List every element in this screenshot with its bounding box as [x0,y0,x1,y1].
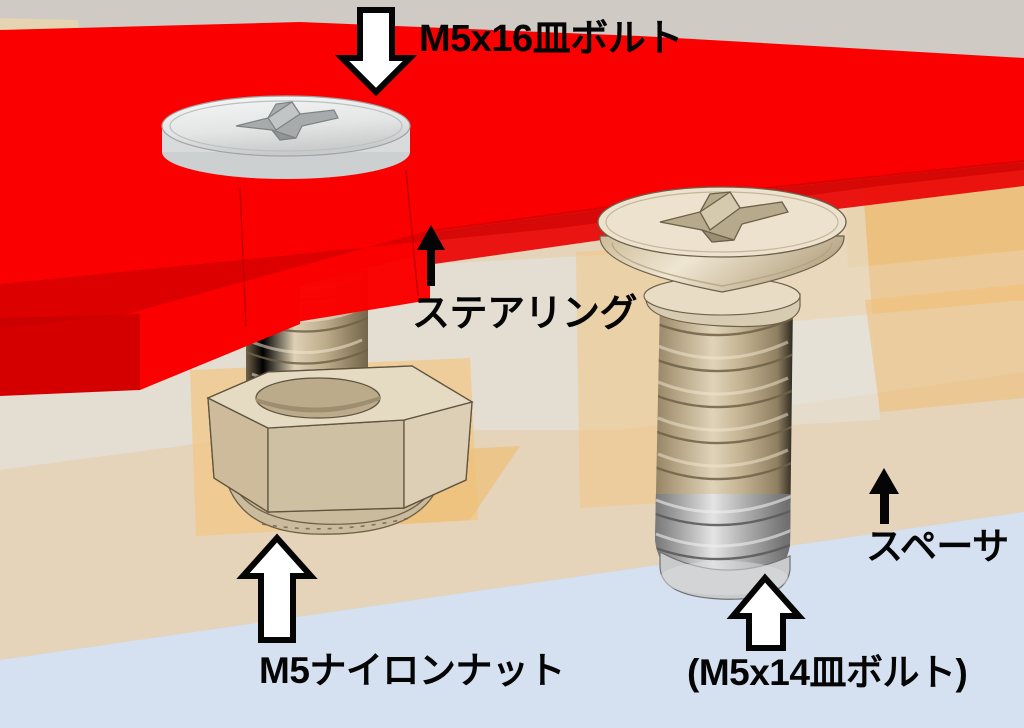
phillips-recess-left [235,101,339,141]
arrow-up-spacer [869,468,899,524]
bg-amber-block-3 [865,284,1024,412]
arrow-up-nylonnut [236,533,318,643]
arrow-down-m5x16 [334,7,418,97]
m5x14-countersunk-bolt [597,186,847,600]
phillips-recess-right [659,191,790,243]
m5-nylon-lock-nut [206,365,474,535]
steering-plate-edge-left [0,314,140,396]
arrow-up-steering [417,225,445,286]
arrow-up-m5x14 [726,573,806,651]
m5x16-bolt-head [161,95,411,179]
